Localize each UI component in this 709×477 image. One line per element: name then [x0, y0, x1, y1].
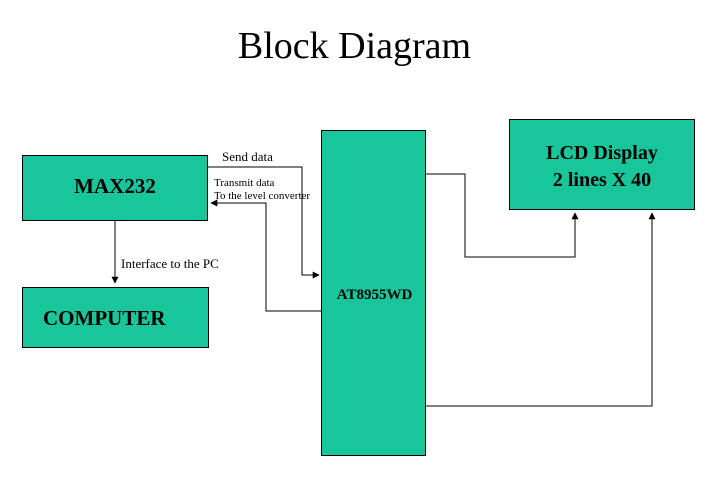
max232-block: MAX232 [22, 155, 208, 221]
wire-send-data [208, 166, 320, 279]
microcontroller-block: AT8955WD [321, 130, 426, 456]
interface-label: Interface to the PC [121, 256, 219, 271]
max232-label: MAX232 [74, 174, 156, 198]
lcd-label-line2: 2 lines X 40 [552, 169, 652, 191]
computer-block: COMPUTER [22, 287, 209, 348]
lcd-display-block: LCD Display 2 lines X 40 [509, 119, 695, 210]
wire-mcu-to-lcd-data [426, 173, 579, 258]
wire-mcu-to-lcd-control [426, 212, 656, 407]
microcontroller-label: AT8955WD [336, 287, 413, 303]
level-converter-label: To the level converter [214, 190, 311, 202]
computer-label: COMPUTER [43, 306, 166, 330]
send-data-label: Send data [222, 149, 273, 164]
transmit-data-label: Transmit data [214, 177, 275, 189]
lcd-label-line1: LCD Display [546, 142, 658, 164]
diagram-title: Block Diagram [237, 25, 472, 67]
wire-transmit-data [210, 199, 321, 312]
